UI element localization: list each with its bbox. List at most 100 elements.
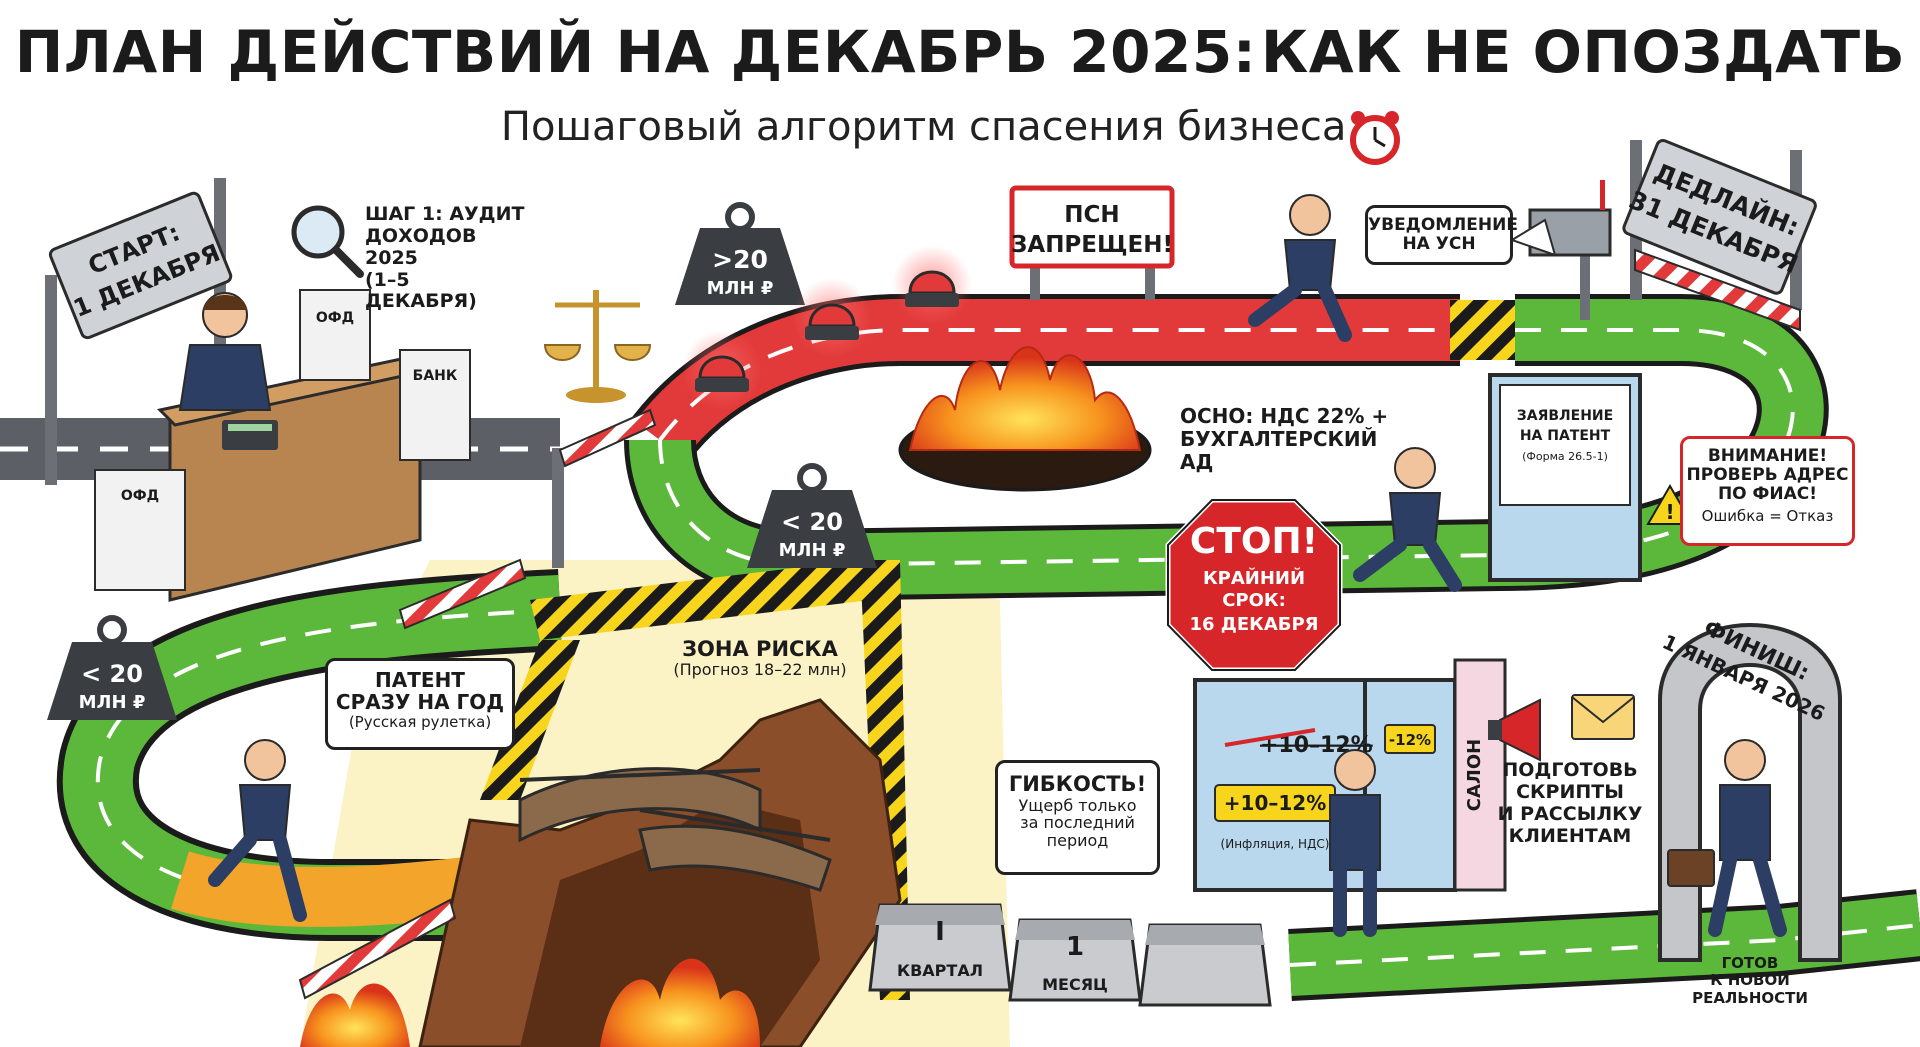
briefcase-icon	[1667, 849, 1715, 887]
psn-line-1: ПСН	[1064, 202, 1119, 228]
notice-line-2: НА УСН	[1402, 234, 1476, 255]
megaphone-icon	[1488, 698, 1541, 762]
flexibility-callout: ГИБКОСТЬ! Ущерб только за последний пери…	[995, 760, 1160, 875]
step1-line-3: (1–5 ДЕКАБРЯ)	[365, 268, 477, 313]
weight-over-value: >20	[712, 245, 768, 274]
envelope-icon	[1571, 694, 1635, 740]
step1-label: ШАГ 1: АУДИТ ДОХОДОВ 2025 (1–5 ДЕКАБРЯ)	[365, 203, 525, 313]
notice-usn-callout: УВЕДОМЛЕНИЕ НА УСН	[1365, 205, 1518, 265]
stop-line-2: СРОК:	[1222, 590, 1286, 611]
flex-line-1: Ущерб только	[1018, 795, 1137, 815]
fire-pit	[898, 346, 1152, 492]
patent-window-line-1: ЗАЯВЛЕНИЕ	[1517, 408, 1613, 424]
weight-mid-value: < 20	[781, 508, 843, 536]
red-road	[631, 294, 1520, 463]
psn-banned-sign: ПСН ЗАПРЕЩЕН!	[1009, 185, 1175, 300]
psn-line-2: ЗАПРЕЩЕН!	[1011, 232, 1173, 258]
patent-window-line-2: НА ПАТЕНТ	[1520, 428, 1611, 444]
weight-left-unit: МЛН ₽	[79, 692, 146, 713]
block-month-num: 1	[1066, 932, 1084, 962]
siren-icon	[682, 330, 762, 410]
flex-line-2: за последний	[1020, 813, 1135, 833]
step1-line-1: ШАГ 1: АУДИТ	[365, 203, 525, 225]
title-accent: КАК НЕ ОПОЗДАТЬ	[1260, 18, 1906, 86]
scripts-label: ПОДГОТОВЬ СКРИПТЫ И РАССЫЛКУ КЛИЕНТАМ	[1490, 759, 1650, 847]
step1-line-2: ДОХОДОВ 2025	[365, 224, 477, 269]
green-road-bottom	[1288, 889, 1920, 1001]
osno-label: ОСНО: НДС 22% + БУХГАЛТЕРСКИЙ АД	[1180, 405, 1390, 474]
flex-title: ГИБКОСТЬ!	[1008, 772, 1147, 796]
svg-text:!: !	[1665, 500, 1674, 524]
salon-storefront: САЛОН +10–12% +10–12% (Инфляция, НДС) -1…	[1193, 658, 1507, 892]
patent-window-form: (Форма 26.5-1)	[1522, 450, 1608, 463]
warning-note: Ошибка = Отказ	[1701, 507, 1834, 526]
doc-ofd-label: ОФД	[316, 310, 354, 326]
accountant-person	[178, 292, 272, 411]
broken-bridge	[518, 767, 832, 892]
block-quarter-label: КВАРТАЛ	[897, 961, 983, 980]
page-title: ПЛАН ДЕЙСТВИЙ НА ДЕКАБРЬ 2025: КАК НЕ ОП…	[0, 18, 1920, 86]
doc-bank-label: БАНК	[413, 368, 458, 384]
ready-label: ГОТОВ К НОВОЙ РЕАЛЬНОСТИ	[1690, 954, 1810, 1007]
salon-sign: САЛОН	[1464, 739, 1485, 811]
osno-line-1: ОСНО: НДС 22% +	[1180, 404, 1389, 428]
block-month-label: МЕСЯЦ	[1042, 975, 1108, 994]
scripts-line-1: ПОДГОТОВЬ	[1502, 759, 1638, 781]
patent-year-line-1: ПАТЕНТ	[375, 668, 465, 692]
calculator-icon	[222, 420, 278, 450]
weight-under-20-left: < 20 МЛН ₽	[47, 615, 177, 720]
stop-line-1: КРАЙНИЙ	[1203, 567, 1305, 589]
notice-line-1: УВЕДОМЛЕНИЕ	[1368, 215, 1518, 235]
stop-sign: СТОП! КРАЙНИЙ СРОК: 16 ДЕКАБРЯ	[1165, 497, 1343, 673]
stop-line-3: 16 ДЕКАБРЯ	[1189, 614, 1318, 635]
warning-line-2: ПРОВЕРЬ АДРЕС	[1686, 465, 1849, 486]
weight-under-20-mid: < 20 МЛН ₽	[747, 463, 877, 568]
ready-line-3: РЕАЛЬНОСТИ	[1692, 988, 1808, 1007]
doc-ofd-label-2: ОФД	[121, 488, 159, 504]
new-price-tag: +10–12%	[1224, 791, 1326, 815]
runner-figure	[208, 739, 307, 922]
siren-icon	[792, 278, 872, 358]
stone-block-month: 1 МЕСЯЦ	[1008, 918, 1142, 1002]
alarm-clock-icon	[1350, 111, 1400, 165]
mailbox-icon	[1509, 180, 1612, 320]
patent-year-note: (Русская рулетка)	[348, 712, 492, 731]
scripts-line-4: КЛИЕНТАМ	[1508, 824, 1632, 847]
stop-word: СТОП!	[1190, 521, 1318, 562]
walking-figure	[1708, 739, 1787, 937]
page-subtitle: Пошаговый алгоритм спасения бизнеса	[0, 104, 1920, 150]
runner-figure	[1248, 194, 1352, 342]
warning-line-3: ПО ФИАС!	[1717, 484, 1818, 505]
patent-window: ЗАЯВЛЕНИЕ НА ПАТЕНТ (Форма 26.5-1)	[1488, 373, 1642, 582]
left-barrier	[298, 558, 527, 1000]
scripts-line-3: И РАССЫЛКУ	[1497, 802, 1643, 825]
scales-icon	[543, 290, 652, 403]
new-price-note: (Инфляция, НДС)	[1221, 837, 1330, 851]
weight-left-value: < 20	[81, 660, 143, 688]
scripts-line-2: СКРИПТЫ	[1516, 780, 1624, 803]
patent-year-line-2: СРАЗУ НА ГОД	[335, 690, 505, 715]
runner-figure	[1353, 447, 1462, 592]
flex-line-3: период	[1046, 831, 1109, 851]
entry-barrier	[552, 408, 657, 568]
siren-icon	[892, 245, 972, 325]
stone-block-quarter: I КВАРТАЛ	[868, 903, 1012, 992]
green-road-upper	[624, 294, 1829, 602]
ready-line-2: К НОВОЙ	[1710, 971, 1790, 990]
standing-figure	[1329, 749, 1381, 937]
discount-tag: -12%	[1389, 731, 1431, 749]
fias-warning-callout: ВНИМАНИЕ! ПРОВЕРЬ АДРЕС ПО ФИАС! Ошибка …	[1680, 436, 1855, 546]
finish-arch	[1658, 623, 1842, 962]
weight-over-unit: МЛН ₽	[707, 278, 774, 299]
block-quarter-num: I	[935, 917, 945, 947]
weight-over-20: >20 МЛН ₽	[675, 202, 805, 305]
risk-zone-forecast: (Прогноз 18–22 млн)	[673, 660, 847, 680]
warning-line-1: ВНИМАНИЕ!	[1707, 446, 1828, 466]
weight-mid-unit: МЛН ₽	[779, 540, 846, 561]
magnifier-icon	[291, 205, 364, 278]
patent-year-callout: ПАТЕНТ СРАЗУ НА ГОД (Русская рулетка)	[325, 658, 515, 750]
subtitle-text: Пошаговый алгоритм спасения бизнеса	[500, 104, 1347, 150]
stone-block-blank	[1138, 923, 1272, 1007]
title-main: ПЛАН ДЕЙСТВИЙ НА ДЕКАБРЬ 2025:	[14, 18, 1257, 86]
osno-line-2: БУХГАЛТЕРСКИЙ АД	[1180, 427, 1378, 474]
